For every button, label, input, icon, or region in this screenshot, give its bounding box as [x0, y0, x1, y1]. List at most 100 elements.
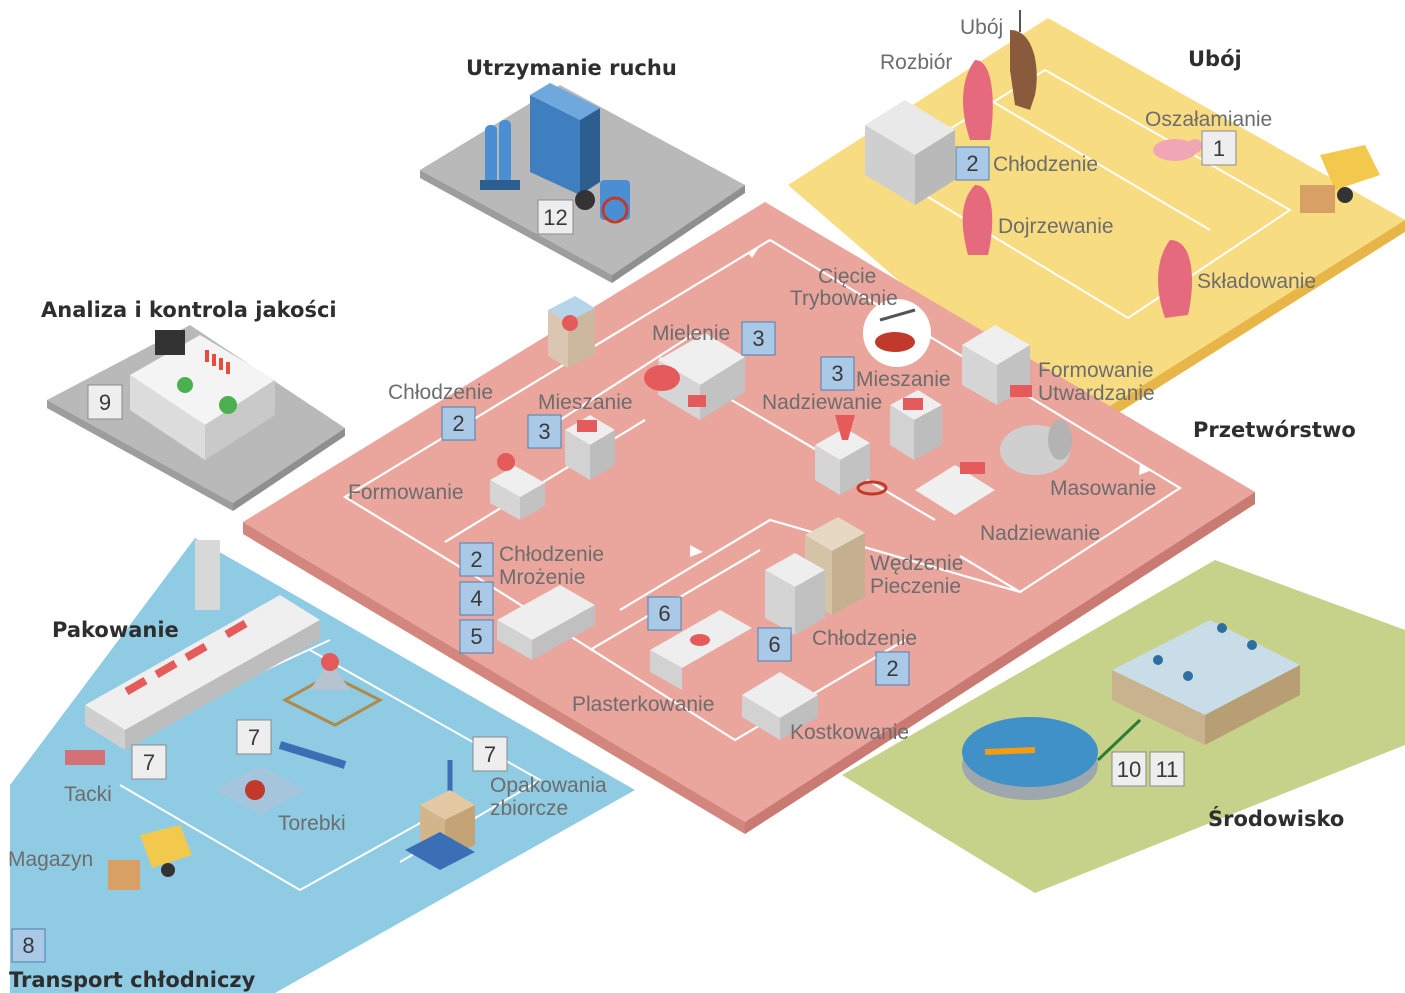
filler-icon [815, 415, 888, 496]
lab-bench-icon [130, 330, 275, 460]
svg-text:4: 4 [470, 586, 482, 611]
filler-icon [962, 325, 1032, 405]
smoke-oven-icon [805, 517, 865, 615]
mixer-icon [548, 296, 595, 368]
label-magazyn: Magazyn [8, 848, 93, 871]
label-oszalamianie: Oszałamianie [1145, 108, 1272, 131]
freezer-icon [497, 585, 595, 660]
badge-2-left: 2 [441, 406, 476, 441]
label-opakowania: Opakowania [490, 774, 607, 797]
welding-cart-icon [600, 180, 630, 224]
svg-text:7: 7 [248, 725, 260, 750]
svg-text:3: 3 [831, 361, 843, 386]
carton-icon [405, 760, 475, 870]
label-nadziewanie-mid: Nadziewanie [762, 391, 882, 414]
label-kostkowanie: Kostkowanie [790, 721, 909, 744]
label-uboj: Ubój [960, 16, 1003, 39]
label-mielenie: Mielenie [652, 322, 730, 345]
clarifier-tank-icon [962, 717, 1142, 800]
flow-arrow [690, 545, 703, 557]
label-ciecie: Cięcie [818, 265, 876, 288]
filler-icon [490, 453, 545, 520]
label-masowanie: Masowanie [1050, 477, 1156, 500]
grinder-icon [644, 333, 745, 420]
label-pieczenie: Pieczenie [870, 575, 961, 598]
badge-12: 12 [537, 199, 574, 235]
svg-text:11: 11 [1156, 757, 1179, 782]
packaging-platform [10, 538, 635, 993]
slicer-icon [650, 610, 752, 690]
environment-title: Środowisko [1208, 806, 1344, 831]
badge-2-top: 2 [955, 146, 990, 181]
carcass-icon [1010, 10, 1037, 110]
badge-6-a: 6 [647, 596, 682, 631]
label-mieszanie-left: Mieszanie [538, 391, 633, 414]
svg-text:9: 9 [99, 390, 111, 415]
meat-icon [962, 60, 1193, 318]
svg-text:2: 2 [966, 151, 978, 176]
badge-9: 9 [87, 384, 123, 420]
badge-2-bottom: 2 [875, 651, 910, 686]
svg-text:2: 2 [470, 547, 482, 572]
badge-1: 1 [1201, 130, 1237, 166]
forklift-icon [1300, 145, 1380, 213]
label-tacki: Tacki [64, 783, 112, 806]
label-mieszanie-right: Mieszanie [856, 368, 951, 391]
badge-3-mieszanie: 3 [820, 356, 855, 391]
aeration-basin-icon [1112, 620, 1300, 745]
label-mrozenie: Mrożenie [499, 566, 585, 589]
svg-text:2: 2 [886, 656, 898, 681]
svg-text:6: 6 [658, 601, 670, 626]
label-wedzenie: Wędzenie [870, 552, 963, 575]
maintenance-title: Utrzymanie ruchu [466, 56, 677, 80]
svg-text:7: 7 [484, 742, 496, 767]
label-formowanie-right: Formowanie [1038, 359, 1154, 382]
badge-2-mid: 2 [459, 542, 494, 577]
svg-text:6: 6 [768, 632, 780, 657]
svg-text:7: 7 [143, 750, 155, 775]
badge-7-zbiorcze: 7 [472, 736, 508, 772]
cold-room-icon [865, 100, 955, 205]
svg-text:1: 1 [1213, 136, 1225, 161]
label-trybowanie: Trybowanie [790, 287, 898, 310]
transport-title: Transport chłodniczy [9, 968, 256, 992]
flow-arrow [748, 246, 760, 258]
label-zbiorcze: zbiorcze [490, 797, 568, 820]
flow-arrow [1139, 463, 1152, 475]
label-nadziewanie-right: Nadziewanie [980, 522, 1100, 545]
svg-text:10: 10 [1117, 757, 1141, 782]
processing-title: Przetwórstwo [1193, 418, 1356, 442]
badge-7-torebki: 7 [236, 719, 272, 755]
mixer-icon [890, 390, 942, 460]
svg-text:3: 3 [752, 326, 764, 351]
dicer-icon [742, 672, 818, 740]
badge-5: 5 [459, 619, 494, 654]
gas-cylinder-icon [480, 120, 520, 190]
tumbler-icon [1000, 420, 1072, 475]
label-formowanie-left: Formowanie [348, 481, 464, 504]
badge-8: 8 [11, 928, 46, 963]
filler-icon [915, 462, 995, 515]
label-chlodzenie-bottom: Chłodzenie [812, 627, 917, 650]
forklift-icon [108, 825, 192, 890]
cold-room-icon [765, 553, 825, 635]
welding-cart-icon [530, 83, 600, 210]
environment-platform [842, 560, 1405, 893]
badge-4: 4 [459, 581, 494, 616]
mixer-icon [565, 415, 615, 480]
label-dojrzewanie: Dojrzewanie [998, 215, 1114, 238]
svg-text:2: 2 [452, 411, 464, 436]
knife-icon [863, 299, 931, 367]
badge-7-tacki: 7 [131, 744, 167, 780]
slaughter-title: Ubój [1188, 47, 1242, 71]
svg-text:8: 8 [22, 933, 34, 958]
svg-text:5: 5 [470, 624, 482, 649]
label-chlodzenie-left: Chłodzenie [388, 381, 493, 404]
pig-icon [1153, 139, 1202, 161]
badge-11: 11 [1149, 751, 1185, 787]
label-rozbior: Rozbiór [880, 51, 952, 74]
label-chlodzenie-top: Chłodzenie [993, 153, 1098, 176]
slaughter-platform [788, 18, 1405, 442]
badge-6-b: 6 [757, 627, 792, 662]
